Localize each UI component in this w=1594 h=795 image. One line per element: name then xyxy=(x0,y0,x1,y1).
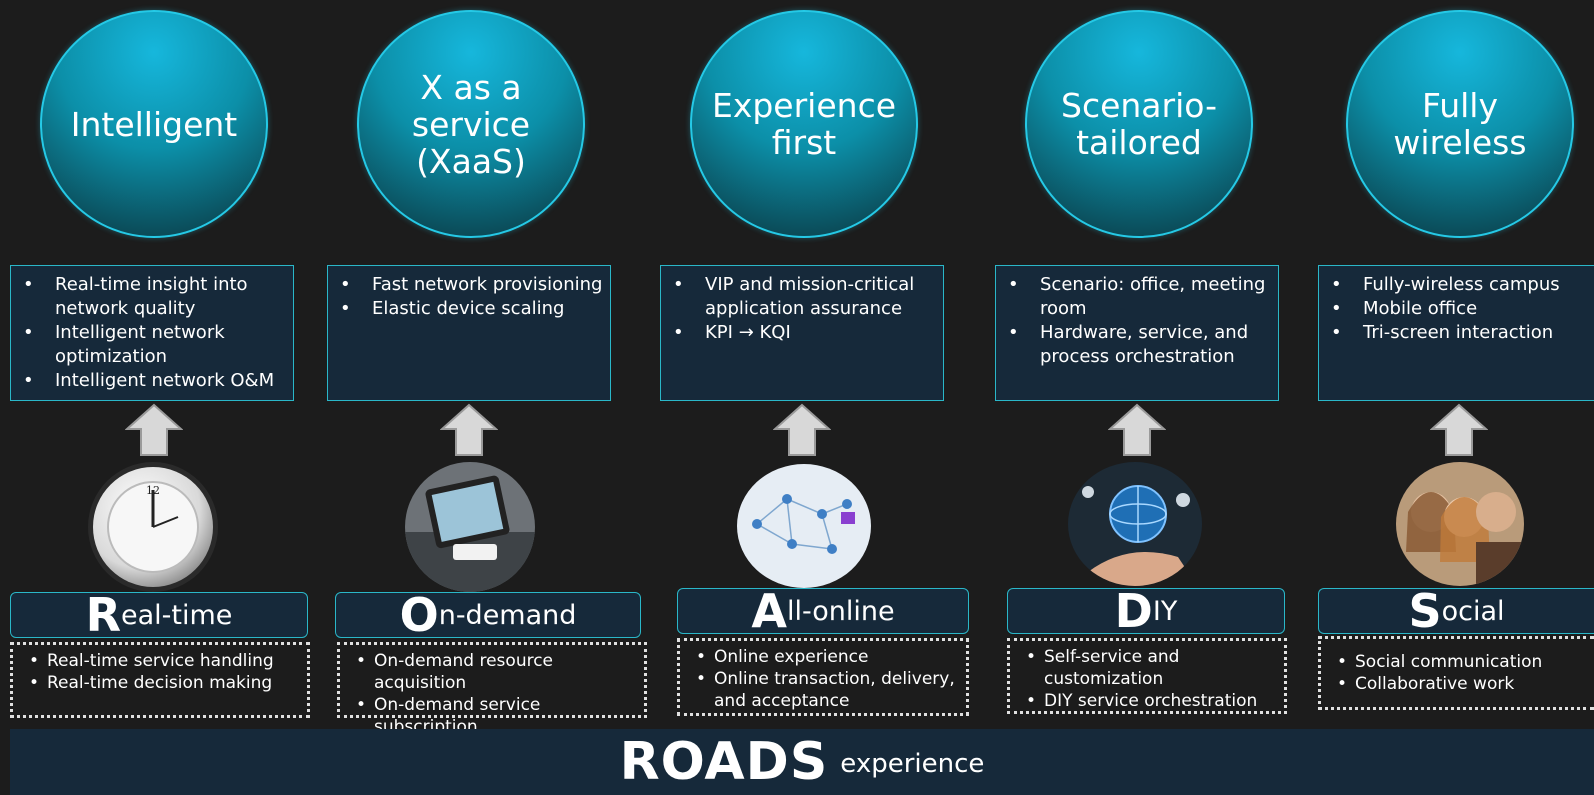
svg-text:12: 12 xyxy=(146,484,160,497)
circle-label: Scenario- tailored xyxy=(1061,86,1217,162)
circle-scenario-tailored: Scenario- tailored xyxy=(1025,10,1253,238)
stopwatch-photo: 12 xyxy=(88,462,218,592)
pillar-on-demand: X as a service (XaaS) Fast network provi… xyxy=(320,0,650,737)
feature-item: Tri-screen interaction xyxy=(1327,321,1588,345)
feature-box: VIP and mission-critical application ass… xyxy=(660,265,944,401)
feature-item: Intelligent network optimization xyxy=(19,321,287,369)
feature-item: VIP and mission-critical application ass… xyxy=(669,273,937,321)
detail-item: Real-time service handling xyxy=(21,650,303,672)
up-arrow-icon xyxy=(440,403,498,456)
detail-item: Online transaction, delivery, and accept… xyxy=(688,668,962,712)
label-rest: ll-online xyxy=(787,595,895,627)
circle-fully-wireless: Fully wireless xyxy=(1346,10,1574,238)
feature-item: Scenario: office, meeting room xyxy=(1004,273,1272,321)
label-rest: ocial xyxy=(1441,595,1505,627)
feature-box: Real-time insight into network quality I… xyxy=(10,265,294,401)
network-photo xyxy=(737,464,871,588)
detail-box: Self-service and customization DIY servi… xyxy=(1007,638,1287,714)
pillar-all-online: Experience first VIP and mission-critica… xyxy=(650,0,980,725)
detail-box: Online experience Online transaction, de… xyxy=(677,638,969,716)
up-arrow-icon xyxy=(1108,403,1166,456)
roads-experience-banner: ROADS experience xyxy=(10,729,1594,795)
globe-hand-photo xyxy=(1068,462,1202,586)
label-initial: D xyxy=(1114,584,1153,638)
detail-item: Collaborative work xyxy=(1329,673,1590,695)
circle-intelligent: Intelligent xyxy=(40,10,268,238)
label-rest: eal-time xyxy=(121,599,233,631)
detail-item: Online experience xyxy=(688,646,962,668)
label-rest: IY xyxy=(1152,595,1178,627)
feature-box: Fast network provisioning Elastic device… xyxy=(327,265,611,401)
pillar-real-time: Intelligent Real-time insight into netwo… xyxy=(0,0,320,725)
feature-item: Fast network provisioning xyxy=(336,273,604,297)
circle-label: Fully wireless xyxy=(1393,86,1527,162)
circle-label: X as a service (XaaS) xyxy=(411,67,531,181)
detail-item: Self-service and customization xyxy=(1018,646,1280,690)
detail-item: DIY service orchestration xyxy=(1018,690,1280,712)
feature-box: Fully-wireless campus Mobile office Tri-… xyxy=(1318,265,1594,401)
circle-label: Intelligent xyxy=(70,104,238,144)
pillar-diy: Scenario- tailored Scenario: office, mee… xyxy=(980,0,1310,725)
detail-box: Social communication Collaborative work xyxy=(1318,636,1594,710)
feature-item: Real-time insight into network quality xyxy=(19,273,287,321)
label-rest: n-demand xyxy=(438,599,577,631)
up-arrow-icon xyxy=(773,403,831,456)
feature-item: Fully-wireless campus xyxy=(1327,273,1588,297)
feature-item: Elastic device scaling xyxy=(336,297,604,321)
banner-subtitle: experience xyxy=(840,749,985,779)
pillar-social: Fully wireless Fully-wireless campus Mob… xyxy=(1310,0,1594,725)
feature-item: Intelligent network O&M xyxy=(19,369,287,393)
circle-experience-first: Experience first xyxy=(690,10,918,238)
tablet-photo xyxy=(405,462,535,592)
circle-xaas: X as a service (XaaS) xyxy=(357,10,585,238)
label-initial: S xyxy=(1408,584,1442,638)
detail-item: Real-time decision making xyxy=(21,672,303,694)
feature-item: Hardware, service, and process orchestra… xyxy=(1004,321,1272,369)
banner-title: ROADS xyxy=(619,732,829,792)
feature-box: Scenario: office, meeting room Hardware,… xyxy=(995,265,1279,401)
circle-label: Experience first xyxy=(711,86,897,162)
detail-box: On-demand resource acquisition On-demand… xyxy=(337,642,647,737)
label-initial: R xyxy=(85,588,121,642)
feature-item: KPI → KQI xyxy=(669,321,937,345)
feature-item: Mobile office xyxy=(1327,297,1588,321)
label-initial: O xyxy=(399,588,439,642)
up-arrow-icon xyxy=(1430,403,1488,456)
detail-item: On-demand resource acquisition xyxy=(348,650,640,694)
people-photo xyxy=(1396,462,1524,586)
label-initial: A xyxy=(751,584,787,638)
detail-item: Social communication xyxy=(1329,651,1590,673)
detail-box: Real-time service handling Real-time dec… xyxy=(10,642,310,718)
up-arrow-icon xyxy=(125,403,183,456)
